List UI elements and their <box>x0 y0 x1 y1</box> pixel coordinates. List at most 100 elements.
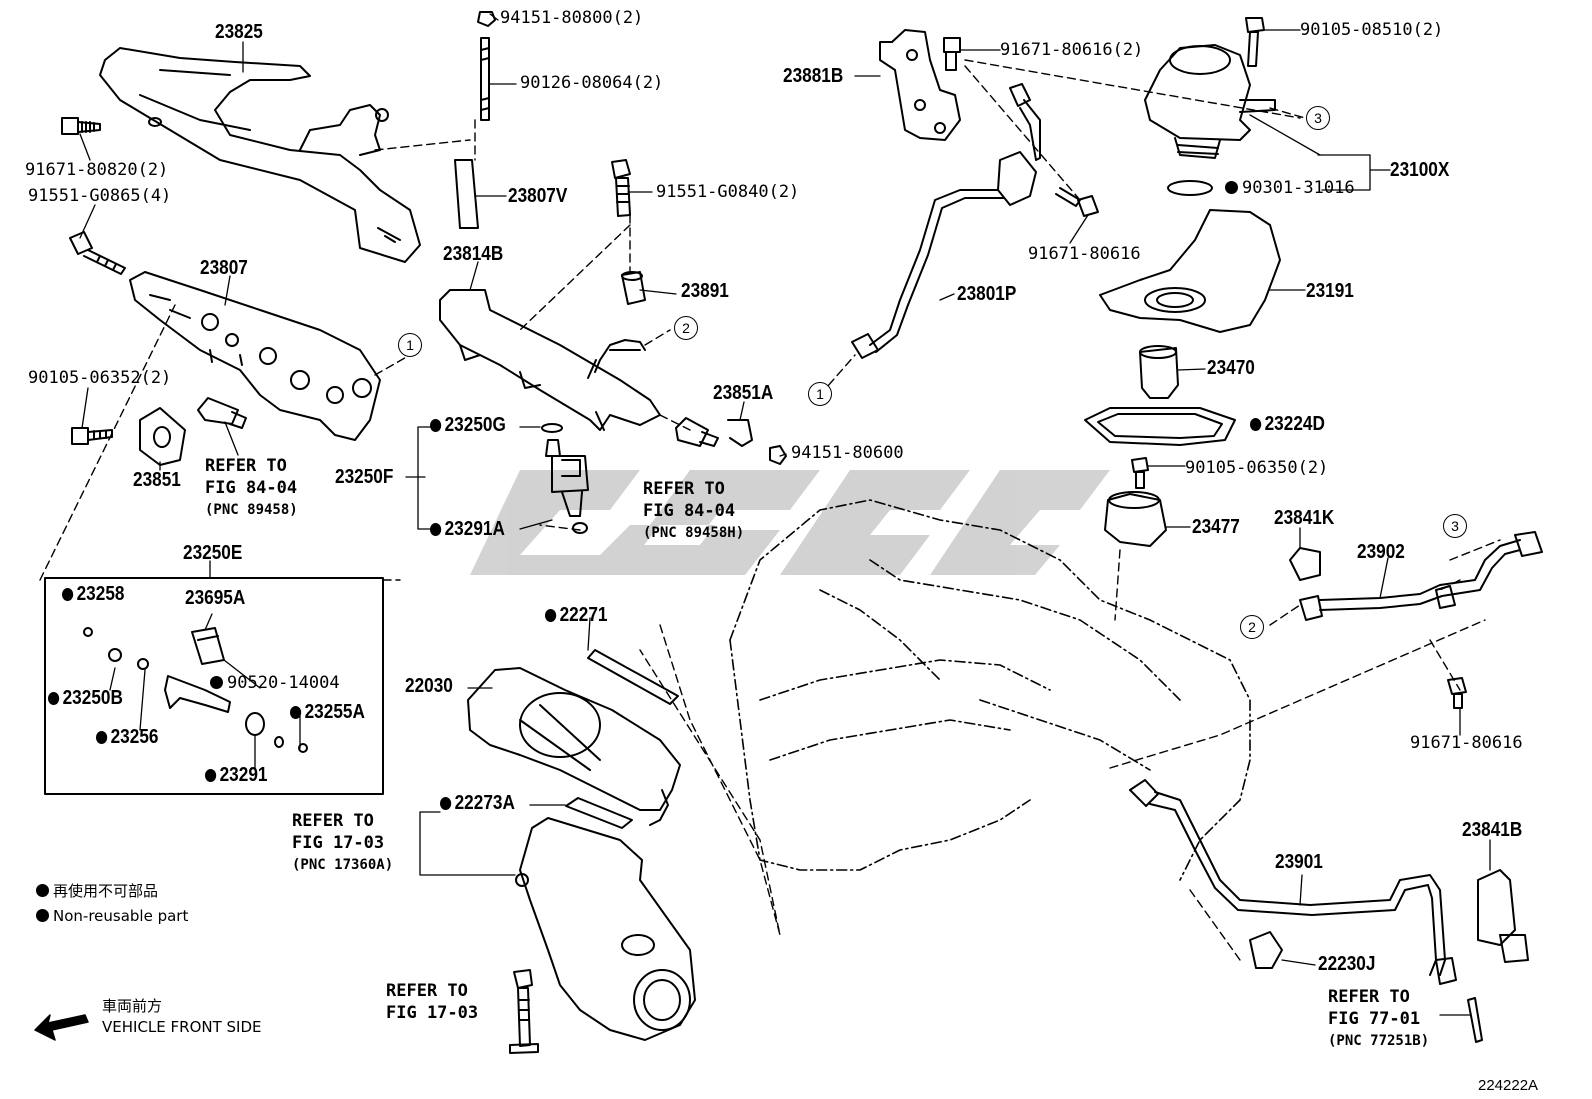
clip-23851A <box>727 419 753 447</box>
label-23258-text: 23258 <box>76 583 125 605</box>
fuel-rail-23814B <box>439 289 661 431</box>
label-94151-80800: 94151-80800(2) <box>500 8 644 28</box>
figure-id: 224222A <box>1478 1077 1539 1094</box>
label-91551-G0865: 91551-G0865(4) <box>28 186 172 206</box>
label-23695A: 23695A <box>185 587 246 609</box>
ref-circle-2: 2 <box>674 316 698 340</box>
injector-kit-box <box>44 577 384 795</box>
label-23902: 23902 <box>1357 541 1405 563</box>
non-reusable-dot <box>210 676 223 689</box>
label-23841B: 23841B <box>1462 819 1523 841</box>
refer-pnc: (PNC 89458H) <box>643 525 745 541</box>
label-23191: 23191 <box>1306 280 1354 302</box>
injector-23250F <box>541 423 589 534</box>
watermark-logo <box>470 470 1110 575</box>
label-23250B: 23250B <box>48 688 123 708</box>
gasket-22273A <box>565 797 633 829</box>
refer-line: REFER TO <box>386 981 468 1001</box>
label-23258: 23258 <box>62 584 124 604</box>
bolt-91551-G0865 <box>69 231 126 275</box>
non-reusable-dot <box>48 692 60 705</box>
legend-jp-text: 再使用不可部品 <box>53 882 159 900</box>
refer-fig84-04-b: REFER TO FIG 84-04 (PNC 89458H) <box>643 478 744 544</box>
hose-fig77-01 <box>1467 997 1483 1043</box>
pressure-sensor <box>197 397 247 429</box>
label-91671-80616-2: 91671-80616(2) <box>1000 40 1144 60</box>
bolt-fig17-03 <box>509 969 539 1054</box>
connector-23841B <box>1477 869 1529 963</box>
label-22230J: 22230J <box>1318 953 1376 975</box>
bracket-23881B <box>879 29 961 141</box>
non-reusable-dot <box>205 769 217 782</box>
label-23851: 23851 <box>133 469 181 491</box>
refer-line: REFER TO <box>292 811 374 831</box>
refer-line: FIG 77-01 <box>1328 1009 1421 1029</box>
ref-circle-3b: 3 <box>1443 514 1467 538</box>
bolt-90105-08510 <box>1245 17 1265 67</box>
throttle-body-22030 <box>467 667 681 826</box>
bolt-91671-80616-right <box>1447 677 1467 709</box>
label-91551-G0840: 91551-G0840(2) <box>656 182 800 202</box>
engine-outline <box>729 499 1251 881</box>
refer-fig17-03-b: REFER TO FIG 17-03 <box>386 980 478 1024</box>
label-23814B: 23814B <box>443 243 504 265</box>
label-22271: 22271 <box>545 605 607 625</box>
non-reusable-dot <box>290 706 302 719</box>
label-23250B-text: 23250B <box>62 687 123 709</box>
label-23256: 23256 <box>96 727 158 747</box>
label-23255A-text: 23255A <box>304 701 365 723</box>
insulator-23191 <box>1099 209 1281 333</box>
non-reusable-dot <box>440 797 452 810</box>
label-23255A: 23255A <box>290 702 365 722</box>
label-23256-text: 23256 <box>110 726 159 748</box>
bolt-91551-G0840 <box>611 159 631 217</box>
ref-circle-1b: 1 <box>808 382 832 406</box>
legend-dot <box>36 884 49 897</box>
label-90105-06350: 90105-06350(2) <box>1185 458 1329 478</box>
label-91671-80616-mid: 91671-80616 <box>1028 244 1141 264</box>
bolt-90105-06352 <box>71 427 113 445</box>
refer-fig84-04-a: REFER TO FIG 84-04 (PNC 89458) <box>205 455 298 521</box>
stud-90126-08064 <box>454 11 496 229</box>
clip-23841K <box>1289 547 1321 581</box>
label-23291A-text: 23291A <box>444 518 505 540</box>
intake-connector <box>515 817 696 1041</box>
label-90520-14004: 90520-14004 <box>210 675 340 692</box>
legend-en-text: Non-reusable part <box>53 907 189 925</box>
bolt-91671-80616-mid <box>1055 187 1099 217</box>
fuel-pump-23100X <box>1144 44 1276 196</box>
label-90520-14004-text: 90520-14004 <box>227 673 340 693</box>
refer-line: FIG 84-04 <box>643 501 736 521</box>
lifter-23470 <box>1139 345 1179 399</box>
label-23250E: 23250E <box>183 542 243 564</box>
legend-dot <box>36 909 49 922</box>
label-23841K: 23841K <box>1274 507 1335 529</box>
refer-line: REFER TO <box>205 456 287 476</box>
non-reusable-dot <box>62 588 74 601</box>
refer-line: FIG 17-03 <box>292 833 385 853</box>
clip-22230J <box>1249 931 1283 969</box>
nut-94151-80600 <box>769 445 787 465</box>
refer-fig17-03-a: REFER TO FIG 17-03 (PNC 17360A) <box>292 810 393 876</box>
bolt-90105-06350 <box>1131 457 1149 489</box>
fuel-pipe-23901 <box>1129 779 1457 985</box>
label-23250G-text: 23250G <box>444 414 506 436</box>
refer-line: FIG 17-03 <box>386 1003 479 1023</box>
refer-line: FIG 84-04 <box>205 478 298 498</box>
non-reusable-dot <box>430 523 442 536</box>
label-23250G: 23250G <box>430 415 506 435</box>
label-23807V: 23807V <box>508 185 568 207</box>
ref-circle-2b: 2 <box>1240 615 1264 639</box>
label-23291-text: 23291 <box>219 764 268 786</box>
label-23901: 23901 <box>1275 851 1323 873</box>
label-90105-08510: 90105-08510(2) <box>1300 20 1444 40</box>
label-22271-text: 22271 <box>559 604 608 626</box>
non-reusable-dot <box>96 731 108 744</box>
label-91671-80820: 91671-80820(2) <box>25 160 169 180</box>
refer-pnc: (PNC 89458) <box>205 502 298 518</box>
front-arrow <box>34 1014 89 1041</box>
fuel-pipe-23801P <box>851 83 1041 359</box>
refer-pnc: (PNC 77251B) <box>1328 1033 1430 1049</box>
label-90105-06352: 90105-06352(2) <box>28 368 172 388</box>
